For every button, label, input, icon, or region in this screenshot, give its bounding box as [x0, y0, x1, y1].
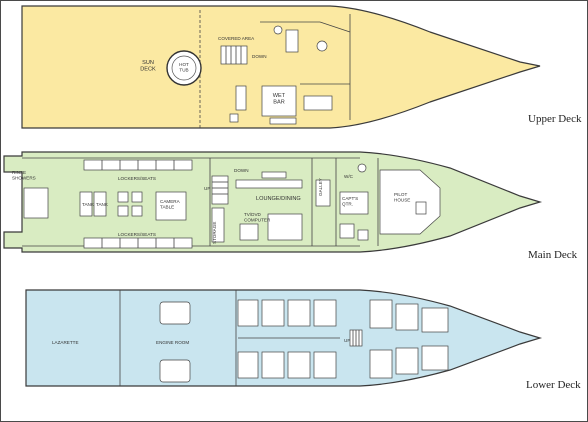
engine-bottom [159, 359, 191, 383]
stairs-lower [349, 329, 363, 347]
down-label-upper: DOWN [252, 54, 267, 59]
lower-deck-title: Lower Deck [526, 379, 581, 391]
wet-bar [261, 85, 297, 117]
lockers-top-label: LOCKERS/SEATS [118, 176, 156, 181]
tank-left-label: TANK [82, 202, 95, 207]
storage-label: STORAGE [212, 222, 217, 244]
tank-left [79, 191, 93, 217]
stairs-down-upper [220, 45, 248, 65]
down-label-main: DOWN [234, 168, 249, 173]
up-label-lower: UP [344, 338, 350, 343]
tank-right-label: TANK [96, 202, 109, 207]
lockers-top [83, 159, 193, 171]
cabins-aft [237, 299, 337, 379]
wc-label: W/C [344, 174, 354, 179]
up-label-main: UP [204, 186, 210, 191]
galley-label: GALLEY [318, 178, 323, 196]
main-deck-title: Main Deck [528, 249, 578, 261]
engine-room-label: ENGINE ROOM [156, 340, 189, 345]
lounge-dining-label: LOUNGE/DINING [256, 196, 301, 202]
storage [211, 207, 225, 243]
camera-table [155, 191, 187, 221]
lockers-bottom [83, 237, 193, 249]
lazarette-label: LAZARETTE [52, 340, 79, 345]
cabins-forward [369, 299, 449, 379]
lockers-bottom-label: LOCKERS/SEATS [118, 232, 156, 237]
stairs-main [211, 175, 229, 205]
upper-deck-title: Upper Deck [528, 113, 582, 125]
upper-deck-hull [21, 5, 541, 129]
lower-deck: LAZARETTE ENGINE ROOM UP [25, 289, 581, 391]
covered-area-label: COVERED AREA [218, 36, 255, 41]
tank-right [93, 191, 107, 217]
engine-top [159, 301, 191, 325]
